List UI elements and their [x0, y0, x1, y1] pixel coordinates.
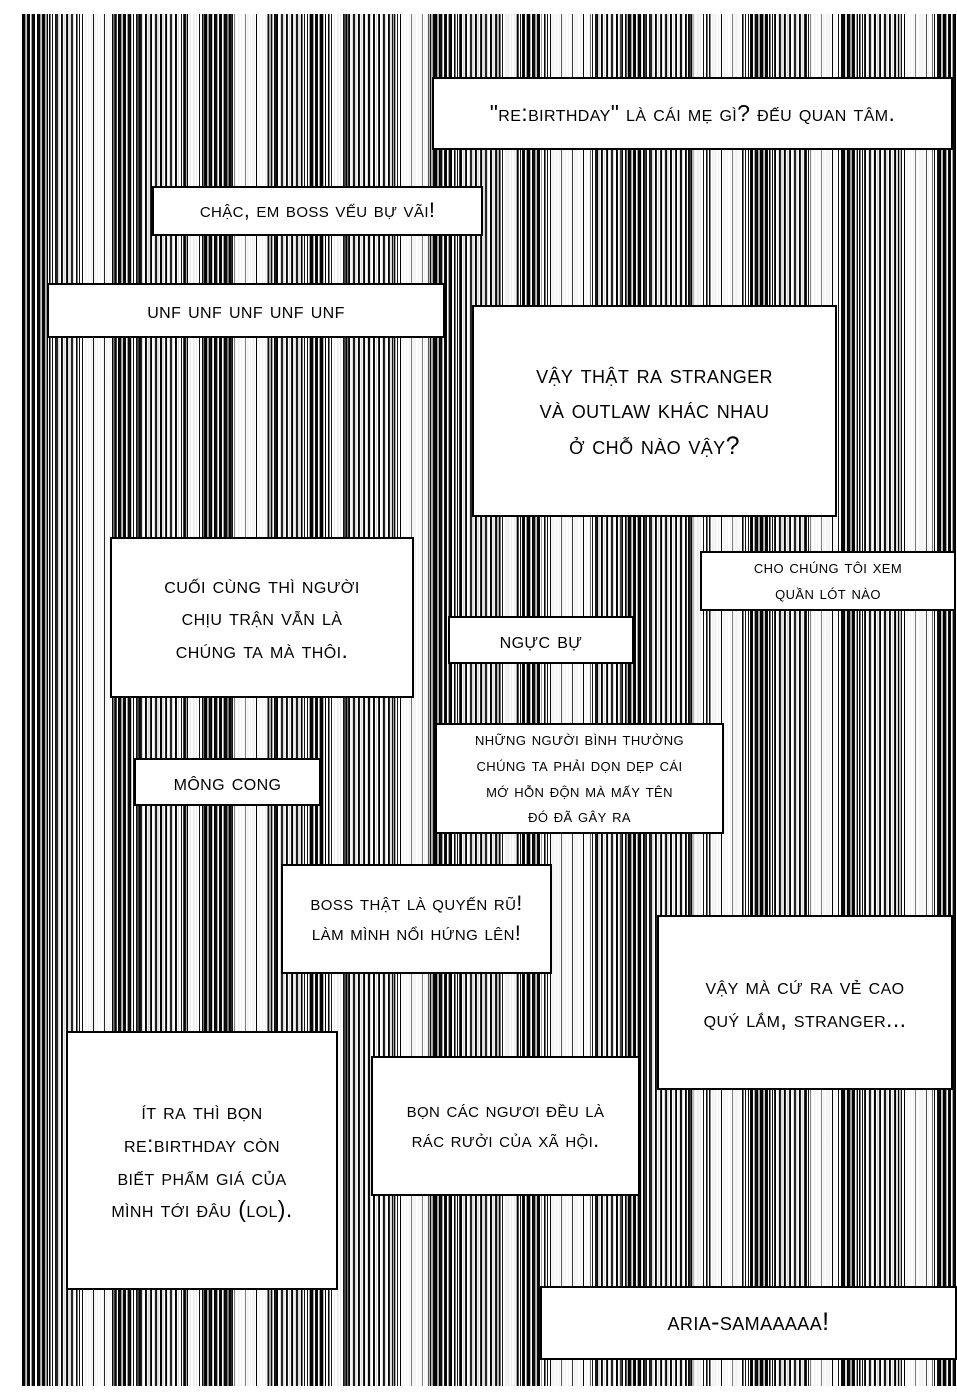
bubble-quan-lot: Cho chúng tôi xem quần lót nào — [700, 551, 956, 611]
bubble-text: Cho chúng tôi xem quần lót nào — [753, 557, 903, 603]
bubble-text: Những người bình thường chúng ta phải dọ… — [474, 729, 685, 827]
bubble-mong-cong: Mông cong — [134, 758, 321, 806]
bubble-text: Cuối cùng thì người chịu trận vẫn là chú… — [164, 571, 360, 663]
bubble-nguc-bu: Ngực bự — [448, 616, 634, 664]
bubble-boss-yeu-bu: Chậc, em boss vếu bự vãi! — [152, 186, 483, 236]
bubble-unf-unf: Unf unf unf unf unf — [47, 283, 445, 338]
bubble-text: Mông cong — [173, 768, 282, 795]
bubble-binh-thuong: Những người bình thường chúng ta phải dọ… — [435, 723, 724, 834]
bubble-text: Ngực bự — [499, 626, 583, 653]
bubble-quyen-ru: Boss thật là quyến rũ! Làm mình nổi hứng… — [281, 864, 552, 974]
bubble-text: Unf unf unf unf unf — [147, 297, 345, 324]
bubble-pham-gia: Ít ra thì bọn Re:Birthday còn biết phẩm … — [66, 1031, 338, 1290]
bubble-chiu-tran: Cuối cùng thì người chịu trận vẫn là chú… — [110, 537, 414, 698]
bubble-text: Ít ra thì bọn Re:Birthday còn biết phẩm … — [111, 1098, 293, 1223]
bubble-text: "Re:Birthday" là cái mẹ gì? Đếu quan tâm… — [489, 100, 896, 127]
bubble-cao-quy: Vậy mà cứ ra vẻ cao quý lắm, Stranger... — [657, 915, 953, 1090]
bubble-text: Vậy thật ra Stranger và Outlaw khác nhau… — [536, 360, 773, 460]
bubble-text: Bọn các ngươi đều là rác rưởi của xã hội… — [406, 1099, 605, 1152]
bubble-rebirthday-question: "Re:Birthday" là cái mẹ gì? Đếu quan tâm… — [432, 77, 953, 150]
bubble-text: Boss thật là quyến rũ! Làm mình nổi hứng… — [310, 892, 523, 945]
bubble-text: Vậy mà cứ ra vẻ cao quý lắm, Stranger... — [703, 972, 907, 1032]
bubble-rac-ruoi: Bọn các ngươi đều là rác rưởi của xã hội… — [371, 1056, 640, 1196]
bubble-aria-sama: Aria-samaaaaa! — [540, 1286, 957, 1360]
bubble-text: Chậc, em boss vếu bự vãi! — [199, 199, 436, 223]
bubble-text: Aria-samaaaaa! — [667, 1308, 830, 1337]
bubble-stranger-outlaw: Vậy thật ra Stranger và Outlaw khác nhau… — [472, 305, 837, 517]
